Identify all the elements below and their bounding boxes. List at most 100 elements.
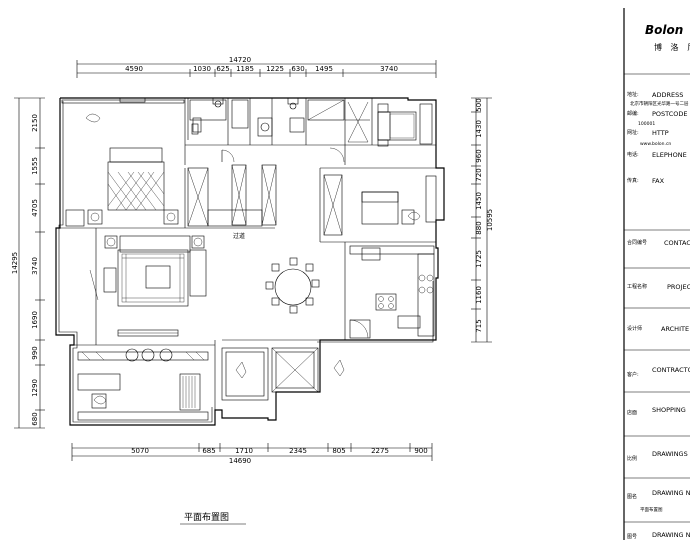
nightstand-left — [87, 209, 103, 225]
balconies — [221, 347, 345, 401]
bottom-dim-4: 2345 — [289, 447, 307, 455]
tb-drawing-name-en: DRAWING N — [652, 489, 690, 497]
right-dimension-chain: 10595 500 1430 960 720 1450 880 1725 116… — [471, 97, 494, 343]
tb-contract-en: CONTAC — [664, 239, 690, 247]
counter-side — [417, 253, 435, 337]
tb-fax-en: FAX — [652, 177, 665, 185]
bottom-dim-3: 1710 — [235, 447, 253, 455]
round-dining-table — [274, 268, 312, 306]
left-dim-3: 4705 — [31, 199, 39, 217]
bottom-dim-5: 805 — [332, 447, 345, 455]
top-dim-7: 1495 — [315, 65, 333, 73]
left-dimension-chain: 14295 2150 1555 4705 3740 1690 990 1290 … — [11, 97, 45, 429]
right-dim-8: 1160 — [475, 286, 483, 304]
corridor-label: 过道 — [233, 232, 245, 240]
right-dim-3: 960 — [475, 149, 483, 162]
piano — [179, 373, 201, 411]
tb-postcode-en: POSTCODE — [652, 110, 688, 118]
living-room — [89, 235, 207, 337]
right-dim-4: 720 — [475, 168, 483, 181]
study — [77, 348, 209, 421]
left-dim-5: 1690 — [31, 311, 39, 329]
tb-fax-cn: 传真: — [627, 177, 639, 184]
wardrobe-2 — [419, 103, 433, 145]
top-dim-2: 1030 — [193, 65, 211, 73]
tb-scale-cn: 比例 — [627, 455, 637, 462]
tb-architect-en: ARCHITE — [661, 325, 689, 333]
sink-icon — [260, 122, 270, 132]
right-total-dim: 10595 — [486, 209, 494, 231]
title-block: Bolon 博 洛 尼 地址: ADDRESS 北京市朝阳区光华路一号二层 邮编… — [623, 8, 690, 540]
tb-architect-cn: 设计师 — [627, 325, 642, 332]
left-total-dim: 14295 — [11, 252, 19, 274]
bookshelf-bottom — [77, 411, 209, 421]
double-bed — [107, 161, 165, 211]
tb-phone-en: ELEPHONE — [652, 151, 687, 159]
headboard — [109, 147, 163, 163]
right-dim-6: 880 — [475, 221, 483, 234]
bottom-dim-6: 2275 — [371, 447, 389, 455]
bed-3 — [361, 191, 399, 225]
kitchen — [349, 245, 435, 339]
left-dim-4: 3740 — [31, 257, 39, 275]
bathrooms — [189, 97, 370, 143]
right-dim-9: 715 — [475, 319, 483, 332]
master-bedroom — [61, 97, 185, 227]
plant-icon — [235, 361, 247, 379]
plant-icon-2 — [333, 359, 345, 377]
tb-drawing-no-en: DRAWING N — [652, 531, 690, 539]
right-dim-1: 500 — [475, 98, 483, 111]
tb-project-en: PROJEC — [667, 283, 690, 291]
tb-http-cn: 网址: — [627, 129, 639, 136]
coffee-table — [145, 265, 171, 289]
right-dim-7: 1725 — [475, 250, 483, 268]
tb-drawing-name-cn: 图名 — [627, 493, 637, 500]
study-chair-icon — [93, 395, 107, 405]
bottom-dim-2: 685 — [202, 447, 215, 455]
chair-icon — [407, 211, 421, 221]
tb-client-cn: 客户: — [627, 371, 639, 378]
brand-chinese: 博 洛 尼 — [654, 42, 690, 52]
wardrobe — [65, 209, 85, 227]
bottom-dim-1: 5070 — [131, 447, 149, 455]
tb-contract-cn: 合同编号 — [627, 239, 647, 246]
top-dim-3: 625 — [216, 65, 229, 73]
interior-walls — [60, 98, 436, 410]
tb-postcode-value: 100001 — [638, 121, 655, 127]
exterior-walls — [55, 97, 445, 426]
left-dim-1: 2150 — [31, 114, 39, 132]
tb-phone-cn: 电话: — [627, 151, 639, 158]
tb-address-detail: 北京市朝阳区光华路一号二层 — [630, 100, 689, 107]
rug — [117, 249, 189, 307]
tb-scale-en: DRAWINGS — [652, 450, 688, 458]
tb-address-cn: 地址: — [627, 91, 639, 98]
left-dim-2: 1555 — [31, 157, 39, 175]
tb-website: www.bolon.cn — [640, 141, 671, 147]
left-dim-6: 990 — [31, 346, 39, 359]
top-total-dim: 14720 — [229, 56, 251, 64]
tb-project-cn: 工程名称 — [627, 283, 647, 290]
tb-shop-cn: 店面 — [627, 409, 637, 416]
closets — [187, 147, 345, 227]
top-dim-1: 4590 — [125, 65, 143, 73]
nightstand-right — [163, 209, 179, 225]
desk-chair-icon — [85, 113, 101, 123]
top-dimension-chain: 14720 4590 1030 625 1185 1225 630 1495 3… — [76, 56, 437, 78]
tb-shop-en: SHOPPING — [652, 406, 686, 414]
tb-http-en: HTTP — [652, 129, 669, 137]
left-dim-8: 680 — [31, 412, 39, 425]
right-dim-5: 1450 — [475, 192, 483, 210]
tb-client-en: CONTRACTO — [652, 366, 690, 374]
dining-area — [265, 257, 320, 314]
tb-drawing-name-value: 平面布置图 — [640, 506, 663, 513]
bedroom-3 — [323, 174, 437, 236]
bottom-dim-7: 900 — [414, 447, 427, 455]
top-dim-6: 630 — [291, 65, 304, 73]
brand-logo: Bolon — [645, 23, 683, 37]
stove — [375, 293, 397, 311]
side-sofa — [189, 249, 207, 297]
bed — [377, 111, 417, 141]
desk — [77, 373, 121, 391]
sofa — [119, 235, 191, 253]
